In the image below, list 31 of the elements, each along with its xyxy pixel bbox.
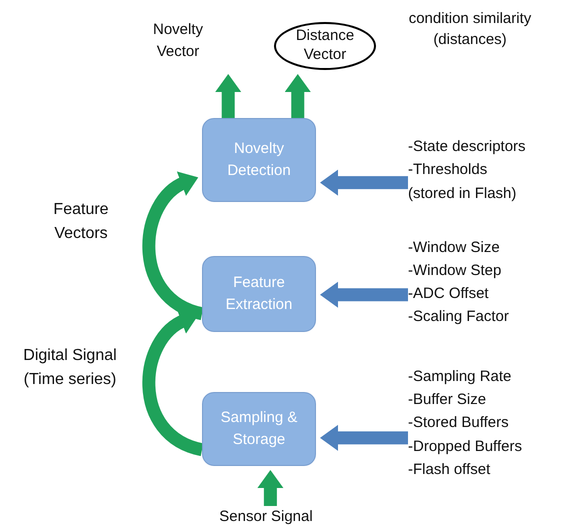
node-text: Novelty Detection	[226, 138, 292, 181]
parameter-text: -Scaling Factor	[408, 307, 509, 328]
arrow	[284, 74, 311, 118]
parameter-text: -Buffer Size	[408, 390, 486, 410]
arrow	[257, 470, 284, 506]
node-text: Sensor Signal	[219, 506, 313, 527]
parameter-text: -State descriptors	[408, 137, 526, 158]
node-text: Novelty Vector	[152, 20, 204, 62]
ellipse-node	[274, 22, 376, 70]
arrow	[320, 282, 408, 308]
arrow	[142, 172, 204, 320]
parameter-text: -ADC Offset	[408, 284, 489, 304]
arrow	[142, 310, 204, 456]
node-text: Distance Vector	[294, 27, 356, 65]
process-box	[202, 118, 316, 202]
parameter-text: -Window Step	[408, 260, 502, 281]
parameter-text: -Stored Buffers	[408, 413, 509, 434]
parameter-text: (stored in Flash)	[408, 184, 516, 204]
arrow	[320, 424, 408, 451]
arrow	[320, 170, 408, 196]
arrow	[215, 74, 242, 118]
parameter-text: -Dropped Buffers	[408, 436, 522, 457]
process-box	[202, 392, 316, 466]
parameter-text: -Sampling Rate	[408, 366, 512, 387]
node-text: Feature Extraction	[224, 272, 294, 315]
node-text: Sampling & Storage	[220, 408, 298, 450]
annotation-text: condition similarity (distances)	[408, 9, 532, 50]
parameter-text: -Window Size	[408, 238, 500, 258]
process-box	[202, 256, 316, 332]
parameter-text: -Thresholds	[408, 160, 488, 180]
parameter-text: -Flash offset	[408, 460, 490, 480]
